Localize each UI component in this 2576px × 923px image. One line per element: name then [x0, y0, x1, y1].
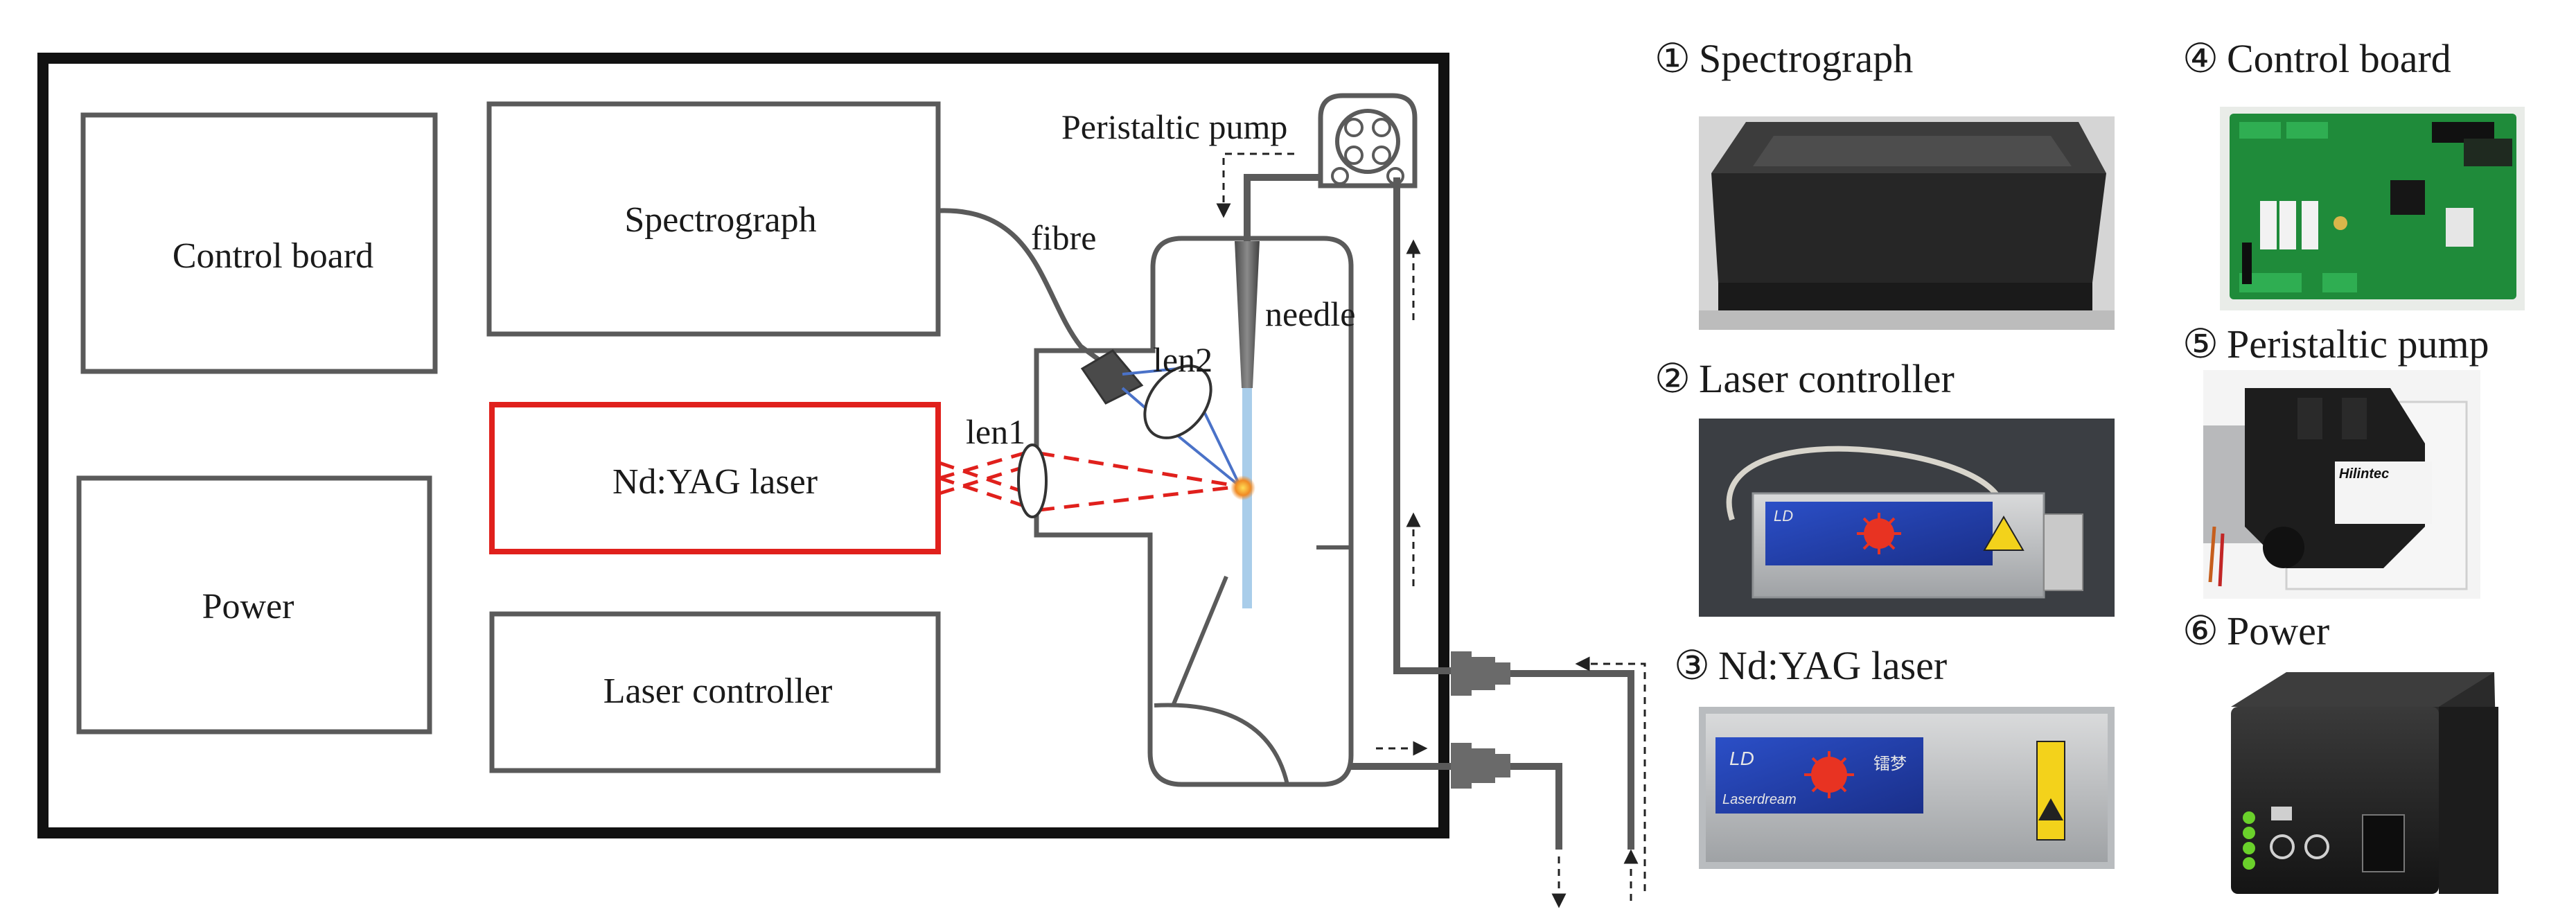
inlet-connector — [1451, 651, 1510, 696]
laser-brand-maker-cn: 镭梦 — [1873, 754, 1907, 773]
photo-power — [2221, 661, 2498, 894]
laser-brand-maker: Laserdream — [1722, 792, 1797, 807]
chamber-drain-arc — [1154, 703, 1289, 785]
drain-connector — [1451, 743, 1510, 789]
laser-controller-label: Laser controller — [603, 671, 833, 711]
external-drain-tube — [1510, 763, 1562, 850]
sample-chamber — [1034, 236, 1354, 787]
fibre-label: fibre — [1031, 218, 1096, 257]
laser-label: Nd:YAG laser — [612, 462, 818, 502]
pump-symbol — [1318, 93, 1418, 188]
lens2 — [1143, 364, 1212, 439]
photo-pump: Hilintec — [2203, 370, 2480, 599]
external-inlet-arrow — [1575, 656, 1646, 891]
lens2-label: len2 — [1153, 340, 1212, 379]
pump-label: Peristaltic pump — [1061, 107, 1287, 146]
control-board-box: Control board — [80, 112, 438, 374]
laser-brand-ld: LD — [1729, 748, 1754, 769]
needle — [1235, 241, 1260, 388]
pump-outlet-tube — [1393, 177, 1462, 674]
pump-flow-arrow — [1216, 152, 1294, 218]
photo-laser: LD Laserdream 镭梦 — [1699, 707, 2115, 869]
spectrograph-label: Spectrograph — [624, 200, 816, 240]
laser-beam-path — [939, 451, 1241, 512]
needle-label: needle — [1265, 295, 1355, 333]
control-board-label: Control board — [173, 236, 373, 276]
photo-spectrograph — [1699, 116, 2115, 330]
enclosure-frame — [37, 53, 1449, 838]
fibre-cable — [939, 208, 1104, 364]
laser-controller-box: Laser controller — [489, 611, 941, 773]
laser-box: Nd:YAG laser — [489, 402, 941, 554]
laser-controller-brand: LD — [1774, 507, 1793, 525]
needle-inlet-tube — [1244, 174, 1326, 241]
photo-control-board — [2220, 107, 2525, 310]
pump-brand: Hilintec — [2339, 466, 2389, 482]
spectrograph-box: Spectrograph — [486, 101, 941, 337]
schematic: Control board Spectrograph Nd:YAG laser … — [37, 53, 1646, 908]
photo-laser-controller: LD — [1699, 419, 2115, 617]
power-box: Power — [76, 475, 432, 735]
chamber-slope — [1172, 575, 1228, 705]
external-inlet-tube — [1510, 670, 1634, 850]
power-label: Power — [202, 587, 294, 626]
lens1 — [1017, 443, 1048, 518]
plasma-spark — [1230, 475, 1255, 500]
lens1-label: len1 — [966, 412, 1025, 451]
